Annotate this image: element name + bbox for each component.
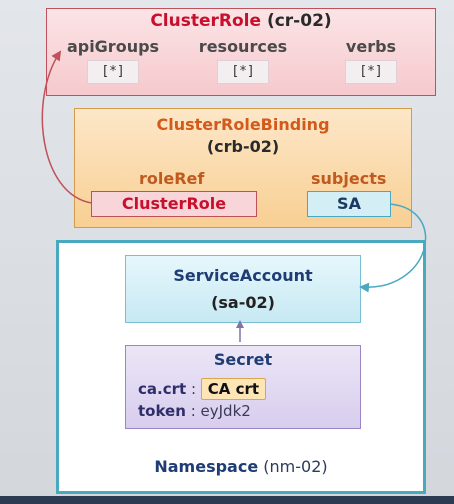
cr-column-resources: resources [*] <box>183 37 303 84</box>
secret-ca-value: CA crt <box>200 378 267 400</box>
cluster-role-box: ClusterRole (cr-02) apiGroups [*] resour… <box>46 8 436 96</box>
service-account-box: ServiceAccount (sa-02) <box>125 255 361 323</box>
subject-to-serviceaccount-arrow <box>359 203 427 293</box>
secret-token-colon: : <box>190 402 201 420</box>
secret-box: Secret ca.crt : CA crt token : eyJdk2 <box>125 345 361 429</box>
namespace-name: Namespace <box>154 457 259 476</box>
cr-column-verbs: verbs [*] <box>311 37 431 84</box>
subject-sa-box: SA <box>307 191 391 217</box>
secret-token-key: token <box>138 402 186 420</box>
cr-column-value: [*] <box>217 60 269 84</box>
secret-title: Secret <box>213 350 273 369</box>
service-account-title: ServiceAccount <box>173 266 313 285</box>
namespace-box: ServiceAccount (sa-02) Secret ca.crt : C… <box>56 240 426 494</box>
secret-ca-row: ca.crt : CA crt <box>138 378 267 400</box>
bottom-bar <box>0 496 454 504</box>
namespace-id: (nm-02) <box>263 457 328 476</box>
cluster-role-binding-id: (crb-02) <box>206 137 280 156</box>
roleref-to-clusterrole-arrow <box>41 50 93 204</box>
cr-column-header: apiGroups <box>66 37 160 56</box>
secret-ca-colon: : <box>190 380 201 398</box>
role-ref-label: roleRef <box>139 169 205 188</box>
cr-column-apigroups: apiGroups [*] <box>53 37 173 84</box>
secret-token-value: eyJdk2 <box>200 402 251 420</box>
cr-column-header: resources <box>198 37 288 56</box>
cr-column-value: [*] <box>345 60 397 84</box>
secret-token-row: token : eyJdk2 <box>138 402 251 420</box>
cr-column-header: verbs <box>345 37 397 56</box>
secret-ca-key: ca.crt <box>138 380 187 398</box>
service-account-id: (sa-02) <box>211 293 275 312</box>
cluster-role-binding-box: ClusterRoleBinding (crb-02) roleRef subj… <box>74 108 412 228</box>
cluster-role-name: ClusterRole <box>150 11 262 31</box>
cluster-role-id: (cr-02) <box>266 11 332 31</box>
role-ref-box: ClusterRole <box>91 191 257 217</box>
cr-column-value: [*] <box>87 60 139 84</box>
cluster-role-title: ClusterRole (cr-02) <box>47 11 435 31</box>
cluster-role-binding-title: ClusterRoleBinding <box>156 115 330 134</box>
namespace-label: Namespace (nm-02) <box>59 457 423 476</box>
subjects-label: subjects <box>311 169 387 188</box>
